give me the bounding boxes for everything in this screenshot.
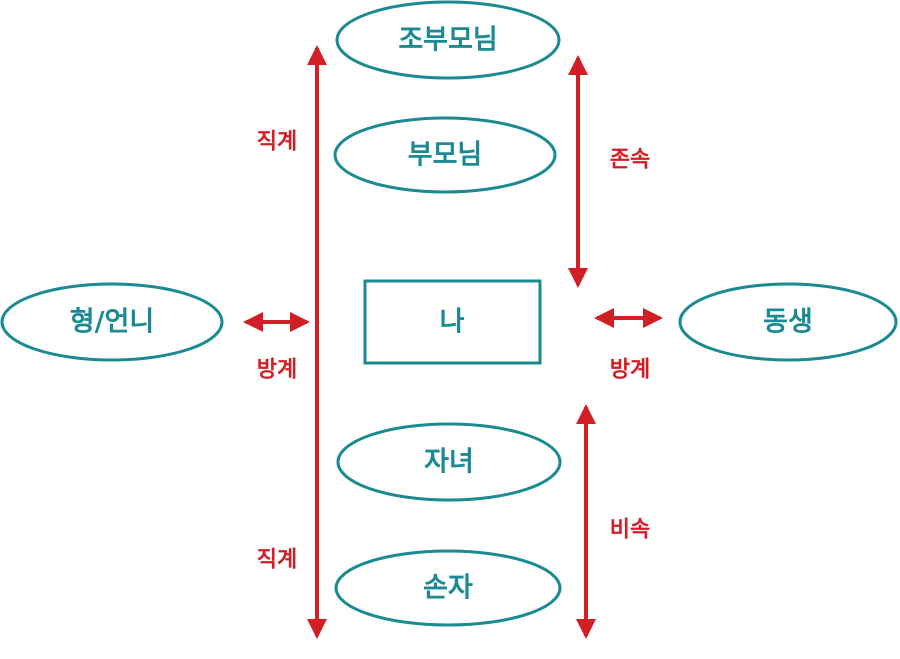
node-older-sibling-label: 형/언니 (70, 307, 154, 338)
node-younger-sibling-label: 동생 (763, 307, 813, 338)
node-grandparents-shape (335, 0, 561, 80)
node-parents: 부모님 (333, 116, 557, 194)
node-grandparents: 조부모님 (335, 0, 561, 80)
node-children: 자녀 (336, 422, 562, 502)
node-children-shape (336, 422, 562, 502)
node-me: 나 (363, 279, 542, 365)
node-younger-sibling-shape (678, 282, 898, 362)
node-younger-sibling: 동생 (678, 282, 898, 362)
node-parents-shape (333, 116, 557, 194)
label-lineal-lower: 직계 (257, 548, 297, 573)
node-me-label: 나 (440, 307, 465, 338)
node-grandchildren-shape (334, 549, 562, 627)
node-parents-label: 부모님 (408, 140, 483, 171)
label-ascendant: 존속 (610, 148, 650, 173)
node-grandchildren-label: 손자 (423, 573, 473, 604)
node-grandparents-label: 조부모님 (398, 25, 497, 56)
label-lineal-upper: 직계 (257, 130, 297, 155)
node-older-sibling: 형/언니 (0, 282, 224, 362)
label-descendant: 비속 (610, 518, 650, 543)
node-me-shape (363, 279, 542, 365)
node-older-sibling-shape (0, 282, 224, 362)
node-children-label: 자녀 (424, 447, 474, 478)
label-collateral-left: 방계 (257, 358, 297, 383)
node-grandchildren: 손자 (334, 549, 562, 627)
label-collateral-right: 방계 (610, 358, 650, 383)
